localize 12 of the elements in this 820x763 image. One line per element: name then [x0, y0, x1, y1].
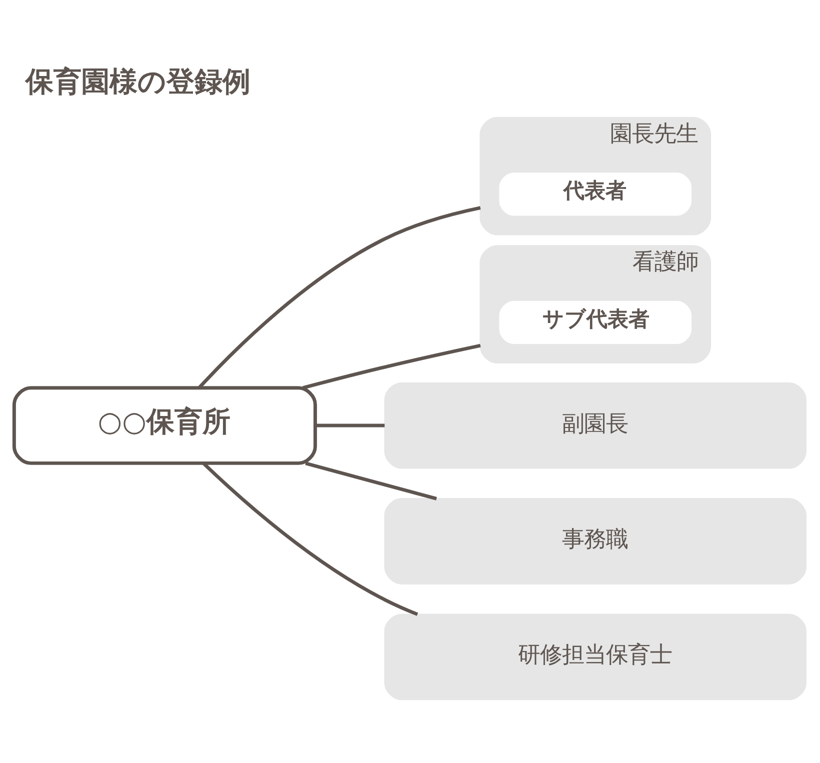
connector	[198, 206, 481, 388]
connector	[302, 343, 481, 389]
node-box: 副園長	[384, 382, 807, 468]
node-box: 事務職	[384, 498, 807, 584]
node-box: 研修担当保育士	[384, 613, 807, 700]
node-box: ○○保育所	[12, 386, 317, 464]
connector	[316, 423, 385, 427]
diagram-title: 保育園様の登録例	[25, 64, 250, 98]
node-box: 代表者	[499, 172, 692, 216]
connector	[305, 461, 437, 500]
connector	[202, 462, 418, 616]
node-box: サブ代表者	[499, 300, 692, 344]
